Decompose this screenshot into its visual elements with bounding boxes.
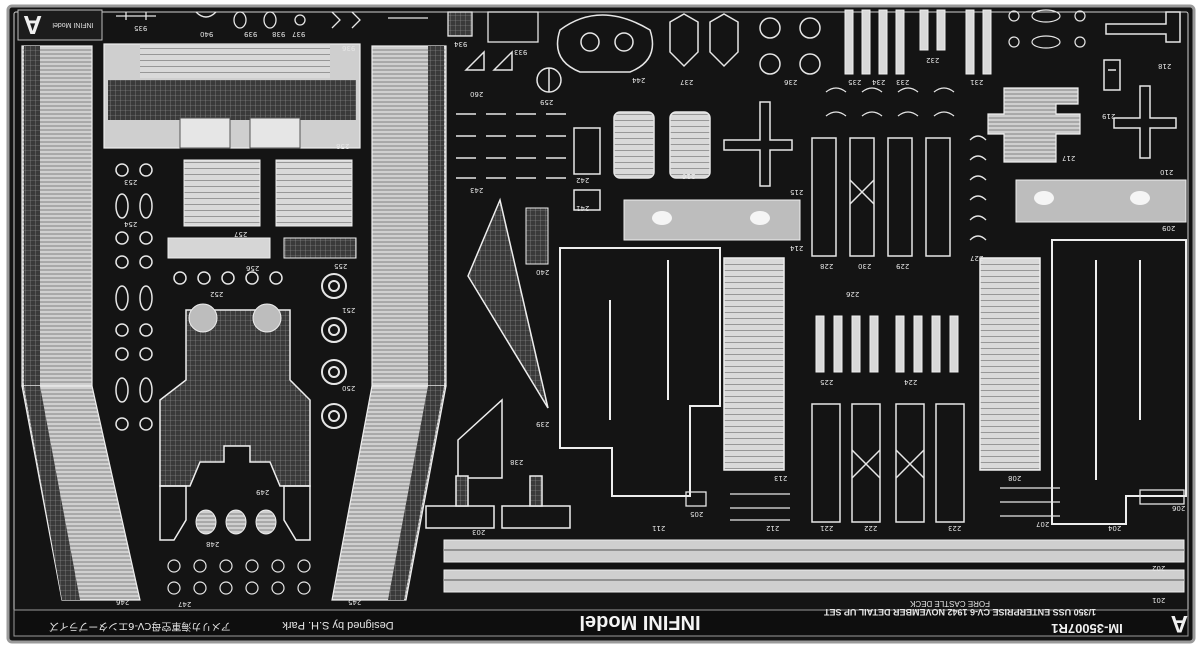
sheet-subtitle: FORE CASTLE DECK (910, 599, 991, 608)
part-201-202-long-rails (443, 539, 1185, 593)
part-231-235-bars[interactable] (844, 9, 992, 75)
part-239-mesh-panel (457, 197, 549, 479)
part-203 (425, 475, 571, 529)
part-213-panel (723, 257, 785, 471)
top-row-small-parts (116, 11, 539, 43)
part-217 (987, 87, 1081, 163)
part-253-254-top-right (1008, 9, 1086, 49)
part-227-clips (825, 87, 987, 241)
part-253-round-pieces (115, 163, 283, 431)
part-228-230-supports (811, 137, 951, 257)
part-215-216 (613, 101, 793, 187)
part-221-223-supports (811, 403, 965, 523)
part-247-small-pieces (167, 559, 311, 595)
part-257-doors (167, 159, 357, 259)
part-214-plate (623, 199, 801, 241)
logo-text: INFINI Model (52, 21, 94, 28)
sheet-letter-bottom: A (1170, 610, 1188, 637)
japanese-title: アメリカ海軍空母CV-6エンタープライズ (49, 620, 231, 631)
part-244-237-fittings (556, 13, 821, 75)
part-258-platform (103, 43, 361, 149)
part-245-railing-right (331, 45, 447, 601)
part-205-207-212 (685, 487, 1185, 521)
part-210-219-fittings (1103, 11, 1181, 159)
part-204-deck-frame (1051, 239, 1187, 525)
part-241-260-small (456, 50, 601, 211)
part-224-225-bars (815, 315, 959, 373)
part-250-251-rings (321, 273, 347, 429)
part-211-deck-frame (559, 247, 721, 497)
part-246-railing-left (21, 45, 141, 601)
logo (17, 9, 103, 41)
part-249-deck-section (159, 303, 311, 541)
designer-credit: Designed by S.H. Park (282, 619, 394, 631)
part-209-plate (1015, 179, 1187, 223)
sheet-code: IM-35007R1 (1051, 621, 1123, 636)
brand-name: INFINI Model (579, 611, 701, 633)
bottom-title-band (13, 609, 1189, 637)
sheet-letter-top: A (23, 10, 42, 40)
part-208-panel (979, 257, 1041, 471)
